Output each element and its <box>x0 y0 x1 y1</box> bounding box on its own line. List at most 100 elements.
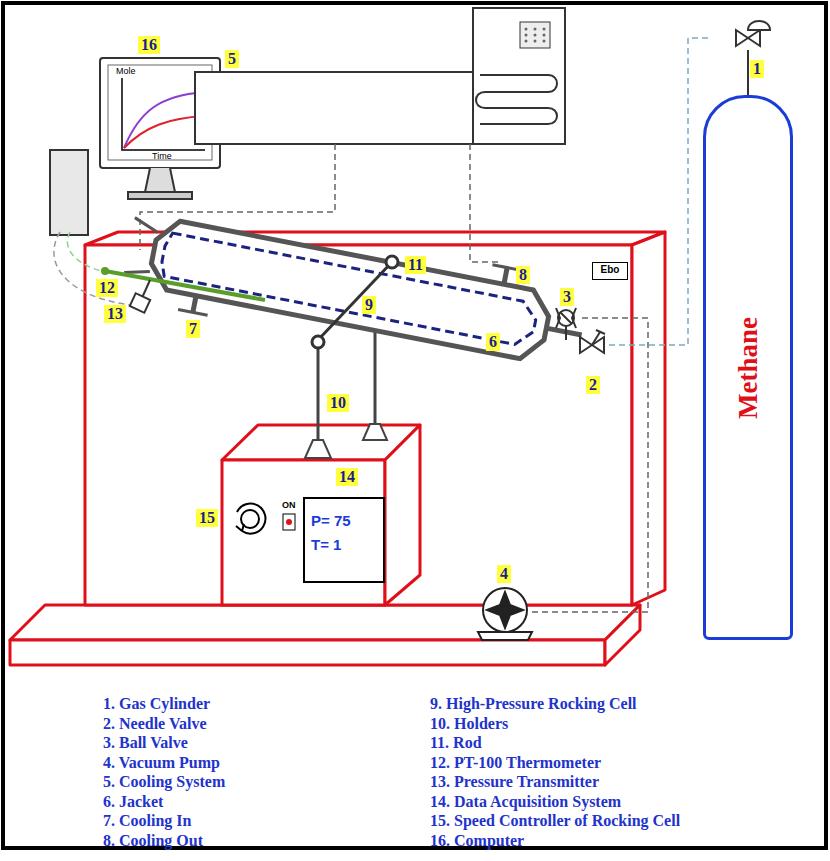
brand-text: Ebo <box>593 263 627 277</box>
key-item: 1. Gas Cylinder <box>103 694 210 713</box>
axis-label: Time <box>152 151 172 161</box>
display-reading: P= 75 <box>311 509 377 533</box>
service-lines-part <box>470 144 500 262</box>
pt100-thermometer <box>101 267 265 300</box>
service-lines-part <box>607 38 708 345</box>
cooling-system <box>195 8 565 144</box>
computer-part <box>145 168 175 192</box>
rocking-cell-part <box>133 218 159 233</box>
cooling-system-part <box>473 8 565 144</box>
ball-valve-part <box>556 308 576 328</box>
rod-part <box>386 256 398 268</box>
keypad-part <box>534 40 537 43</box>
callout-number: 10 <box>327 394 349 412</box>
rocking-frame-part <box>85 245 632 605</box>
keypad-part <box>534 28 537 31</box>
callout-number: 4 <box>497 565 511 583</box>
key-item: 10. Holders <box>430 714 508 733</box>
callout-number: 14 <box>336 468 358 486</box>
pressure-transmitter-part <box>130 293 150 312</box>
rocking-frame-part <box>10 605 640 640</box>
key-item: 8. Cooling Out <box>103 831 203 850</box>
keypad-part <box>534 34 537 37</box>
callout-number: 15 <box>196 509 218 527</box>
computer-part <box>124 116 204 148</box>
keypad <box>525 28 546 43</box>
pressure-transmitter-part <box>142 280 150 298</box>
cooling-system-part <box>476 75 557 124</box>
gas-name: Methane <box>733 317 764 419</box>
keypad-part <box>525 40 528 43</box>
computer-part <box>128 192 192 199</box>
holders-part <box>305 440 331 458</box>
key-item: 14. Data Acquisition System <box>430 792 621 811</box>
holders-part <box>363 424 387 440</box>
switch-label: ON <box>282 500 296 510</box>
service-lines <box>54 38 708 612</box>
rocking-cell-part <box>546 328 581 335</box>
ebo-box: Ebo <box>592 262 628 280</box>
power-switch-part <box>286 519 292 525</box>
callout-number: 9 <box>362 296 376 314</box>
rocking-frame-part <box>10 640 605 665</box>
computer-part <box>124 92 204 148</box>
service-lines-part <box>54 232 140 306</box>
rocking-cell-part <box>178 310 207 316</box>
key-item: 9. High-Pressure Rocking Cell <box>430 694 637 713</box>
keypad-part <box>543 28 546 31</box>
computer-part <box>50 150 88 235</box>
keypad-part <box>543 34 546 37</box>
key-item: 2. Needle Valve <box>103 714 207 733</box>
rocking-cell <box>119 196 591 386</box>
power-switch-part <box>283 514 295 530</box>
callout-number: 13 <box>104 305 126 323</box>
vacuum-pump-part <box>487 592 523 628</box>
keypad-part <box>525 28 528 31</box>
key-item: 4. Vacuum Pump <box>103 753 220 772</box>
cylinder-valve-part <box>747 50 749 95</box>
pt100-thermometer-part <box>101 267 109 275</box>
callout-number: 11 <box>405 256 426 274</box>
key-item: 16. Computer <box>430 831 524 850</box>
needle-valve-part <box>596 330 605 334</box>
holders-part <box>317 345 320 445</box>
vacuum-pump-part <box>500 605 510 615</box>
callout-number: 6 <box>486 333 500 351</box>
rocking-frame-part <box>385 425 420 605</box>
callout-number: 2 <box>586 376 600 394</box>
cylinder-valve-part <box>748 21 770 30</box>
needle-valve <box>580 330 605 353</box>
computer-part <box>122 78 205 150</box>
vacuum-pump <box>478 588 532 640</box>
rocking-frame-part <box>605 605 640 665</box>
gas-cylinder: Methane <box>703 95 793 640</box>
key-item: 13. Pressure Transmitter <box>430 772 599 791</box>
cylinder-valve <box>736 21 770 95</box>
outer-frame <box>3 3 826 848</box>
ball-valve <box>556 308 576 340</box>
axis-label: Mole <box>116 66 136 76</box>
pt100-thermometer-part <box>105 271 265 300</box>
keypad-part <box>525 34 528 37</box>
cooling-system-part <box>195 72 473 144</box>
callout-number: 8 <box>516 266 530 284</box>
speed-knob <box>236 504 265 534</box>
ball-valve-part <box>560 312 572 324</box>
pressure-transmitter <box>130 280 150 313</box>
vacuum-pump-part <box>483 588 527 632</box>
display-reading: T= 1 <box>311 533 377 557</box>
rocking-cell-part <box>504 268 507 285</box>
callout-number: 5 <box>225 50 239 68</box>
display-screen: P= 75T= 1 <box>303 497 385 583</box>
key-item: 3. Ball Valve <box>103 733 188 752</box>
key-item: 11. Rod <box>430 733 482 752</box>
rocking-cell-part <box>193 296 196 313</box>
needle-valve-part <box>592 332 600 345</box>
callout-number: 7 <box>186 320 200 338</box>
speed-knob-part <box>236 524 244 531</box>
ball-valve-part <box>565 326 567 340</box>
callout-number: 3 <box>560 288 574 306</box>
rocking-frame-part <box>222 460 385 605</box>
vacuum-pump-part <box>478 632 532 640</box>
callout-number: 1 <box>750 60 764 78</box>
